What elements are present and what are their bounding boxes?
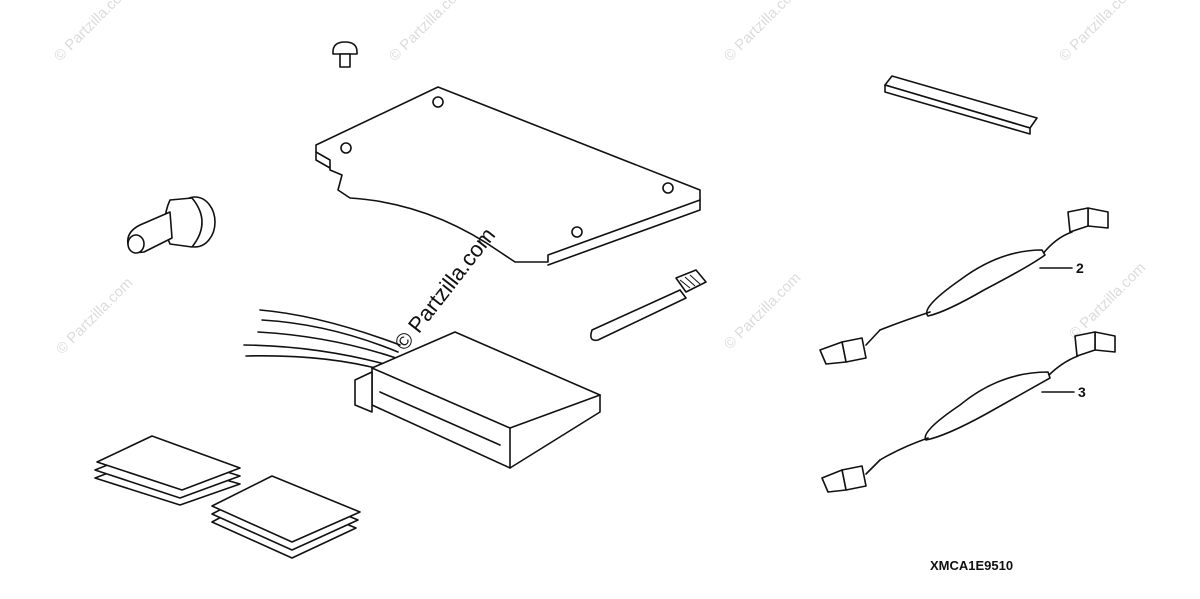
sub-harness-2: 2	[819, 207, 1109, 365]
watermark-top-center-left: © Partzilla.com	[386, 0, 469, 65]
watermark-mid-right: © Partzilla.com	[721, 269, 804, 352]
watermark-center: © Partzilla.com	[389, 223, 500, 355]
callout-part-2: 2	[1076, 260, 1084, 276]
sub-harness-3: 3	[821, 331, 1116, 493]
foam-pad-part	[884, 75, 1038, 135]
callout-part-3: 3	[1078, 384, 1086, 400]
watermark-top-left: © Partzilla.com	[51, 0, 134, 65]
cable-tie-part	[590, 269, 707, 342]
control-unit-part	[243, 309, 601, 469]
bracket-plate	[315, 86, 701, 266]
watermark-mid-left: © Partzilla.com	[53, 274, 136, 357]
watermark-top-right: © Partzilla.com	[1056, 0, 1139, 65]
grommet-part	[126, 196, 216, 254]
rivet-part	[332, 41, 358, 68]
instruction-sheets-left	[94, 435, 241, 506]
watermark-top-center-right: © Partzilla.com	[721, 0, 804, 65]
diagram-code-label: XMCA1E9510	[930, 558, 1013, 573]
instruction-sheets-right	[211, 475, 361, 559]
